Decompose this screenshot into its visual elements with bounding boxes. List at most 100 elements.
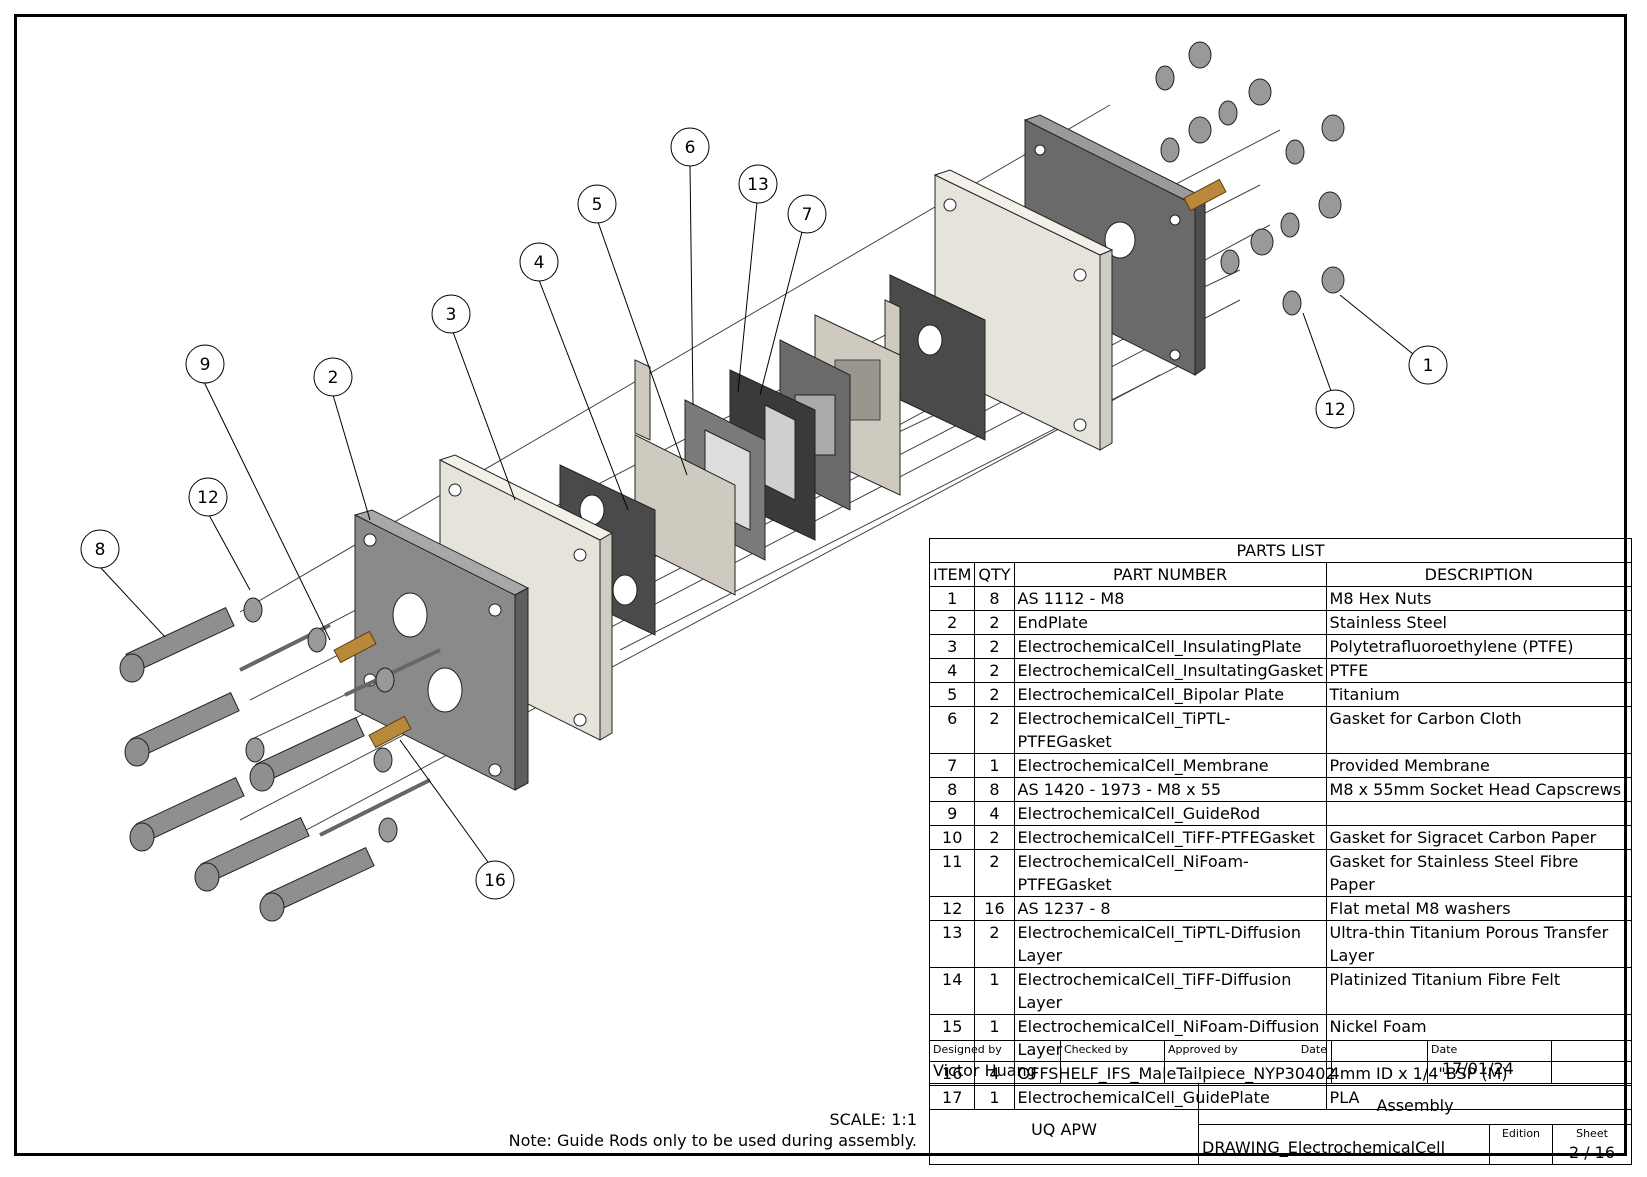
part-number-cell: ElectrochemicalCell_TiFF-PTFEGasket: [1013, 825, 1327, 850]
qty-cell: 2: [974, 682, 1015, 707]
washers-left: [243, 597, 398, 843]
balloon-7: 7: [787, 194, 827, 234]
designed-by-cell: Designed by Victor Huang: [929, 1040, 1061, 1084]
organisation-cell: UQ APW: [929, 1083, 1199, 1165]
sheet-value: 2 / 16: [1568, 1143, 1616, 1162]
part-number-cell: AS 1237 - 8: [1013, 896, 1327, 921]
balloon-16: 16: [475, 860, 515, 900]
description-cell: PLA: [1325, 1085, 1633, 1110]
capscrews-left: [119, 607, 375, 922]
qty-cell: 1: [974, 753, 1015, 778]
qty-cell: 2: [974, 920, 1015, 968]
balloon-8: 8: [80, 529, 120, 569]
description-cell: Gasket for Stainless Steel Fibre Paper: [1325, 849, 1633, 897]
svg-text:12: 12: [1324, 400, 1346, 420]
item-cell: 5: [928, 682, 976, 707]
checked-by-cell: Checked by: [1060, 1040, 1165, 1084]
balloon-1: 1: [1408, 345, 1448, 385]
checked-by-label: Checked by: [1064, 1043, 1129, 1056]
sheet-label: Sheet: [1576, 1127, 1608, 1140]
svg-text:3: 3: [446, 305, 457, 325]
balloon-4: 4: [519, 242, 559, 282]
parts-list-title: PARTS LIST: [929, 538, 1632, 563]
qty-cell: 2: [974, 849, 1015, 897]
blank-cell: [1551, 1040, 1632, 1084]
item-cell: 4: [928, 658, 976, 683]
part-number-cell: ElectrochemicalCell_NiFoam-PTFEGasket: [1013, 849, 1327, 897]
approved-by-cell: Approved by Date: [1164, 1040, 1332, 1084]
date-value: 17/01/24: [1442, 1059, 1514, 1078]
item-cell: 1: [928, 586, 976, 611]
part-number-cell: ElectrochemicalCell_GuideRod: [1013, 801, 1327, 826]
drawing-title: Assembly: [1376, 1096, 1454, 1115]
description-cell: Gasket for Carbon Cloth: [1325, 706, 1633, 754]
insulating-gasket-right: [889, 274, 986, 441]
header-qty: QTY: [974, 562, 1015, 587]
svg-text:16: 16: [484, 871, 506, 891]
part-number-cell: EndPlate: [1013, 610, 1327, 635]
balloon-12-left: 12: [188, 477, 228, 517]
organisation-name: UQ APW: [1031, 1120, 1097, 1139]
item-cell: 2: [928, 610, 976, 635]
assembly-note: Note: Guide Rods only to be used during …: [508, 1131, 917, 1150]
description-cell: Titanium: [1325, 682, 1633, 707]
qty-cell: 16: [974, 896, 1015, 921]
scale-note: SCALE: 1:1: [829, 1110, 917, 1129]
description-cell: M8 x 55mm Socket Head Capscrews: [1325, 777, 1633, 802]
part-number-cell: AS 1420 - 1973 - M8 x 55: [1013, 777, 1327, 802]
approved-date-label: Date: [1300, 1043, 1327, 1056]
description-cell: M8 Hex Nuts: [1325, 586, 1633, 611]
balloon-5: 5: [577, 184, 617, 224]
sheet-cell: Sheet 2 / 16: [1552, 1124, 1632, 1165]
designed-by-value: Victor Huang: [933, 1061, 1037, 1080]
balloon-2: 2: [313, 357, 353, 397]
header-item: ITEM: [928, 562, 976, 587]
qty-cell: 1: [974, 1085, 1015, 1110]
qty-cell: 2: [974, 634, 1015, 659]
svg-text:5: 5: [592, 195, 603, 215]
date-label: Date: [1431, 1043, 1458, 1056]
svg-text:1: 1: [1423, 356, 1434, 376]
header-description: DESCRIPTION: [1325, 562, 1633, 587]
drawing-number: DRAWING_ElectrochemicalCell: [1202, 1138, 1446, 1157]
approved-by-label: Approved by: [1168, 1043, 1238, 1056]
description-cell: Nickel Foam: [1325, 1014, 1633, 1062]
item-cell: 6: [928, 706, 976, 754]
svg-text:8: 8: [95, 540, 106, 560]
edition-cell: Edition: [1489, 1124, 1553, 1165]
balloon-6: 6: [670, 127, 710, 167]
part-number-cell: ElectrochemicalCell_TiFF-Diffusion Layer: [1013, 967, 1327, 1015]
leader-lines: [99, 164, 1414, 863]
svg-text:9: 9: [200, 355, 211, 375]
qty-cell: 8: [974, 777, 1015, 802]
description-cell: Platinized Titanium Fibre Felt: [1325, 967, 1633, 1015]
description-cell: Stainless Steel: [1325, 610, 1633, 635]
qty-cell: 2: [974, 610, 1015, 635]
svg-text:7: 7: [802, 205, 813, 225]
item-cell: 12: [928, 896, 976, 921]
item-cell: 10: [928, 825, 976, 850]
qty-cell: 4: [974, 801, 1015, 826]
svg-text:6: 6: [685, 138, 696, 158]
qty-cell: 2: [974, 658, 1015, 683]
balloon-3: 3: [431, 294, 471, 334]
description-cell: [1325, 801, 1633, 826]
description-cell: Flat metal M8 washers: [1325, 896, 1633, 921]
part-number-cell: ElectrochemicalCell_Bipolar Plate: [1013, 682, 1327, 707]
designed-by-label: Designed by: [933, 1043, 1002, 1056]
balloon-9: 9: [185, 344, 225, 384]
description-cell: Provided Membrane: [1325, 753, 1633, 778]
tailpiece-fittings: [333, 178, 1227, 749]
nuts-washers-right: [1155, 41, 1345, 316]
